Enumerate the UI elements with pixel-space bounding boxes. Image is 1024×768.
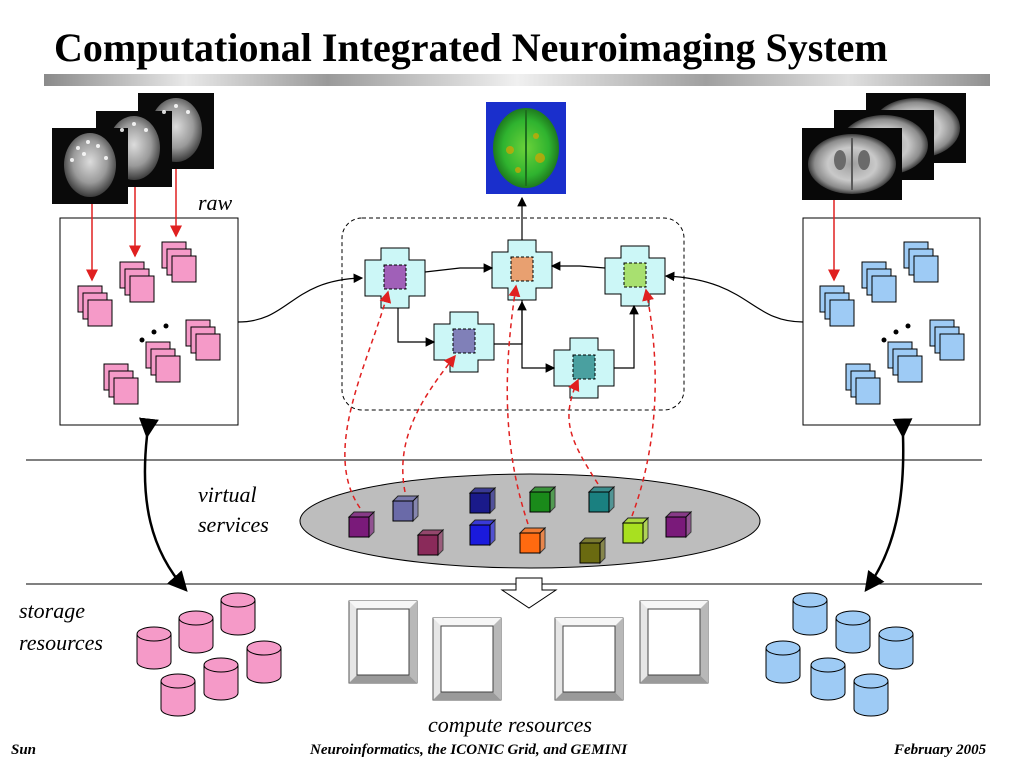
virtual-label-line2: services bbox=[198, 512, 269, 537]
head-photo-icon bbox=[52, 93, 214, 204]
footer-author: Sun bbox=[11, 742, 37, 758]
raw-data-box-left bbox=[59, 217, 239, 426]
database-cylinder-icon-right bbox=[765, 592, 914, 717]
workflow-node-2 bbox=[491, 239, 553, 301]
service-cube bbox=[468, 518, 497, 547]
raw-label: raw bbox=[198, 190, 233, 215]
footer-date: February 2005 bbox=[894, 742, 987, 758]
workflow-node-1 bbox=[364, 247, 426, 309]
service-cube bbox=[416, 528, 445, 557]
input-connector-right bbox=[664, 271, 804, 323]
service-cube bbox=[468, 486, 497, 515]
workflow-node-5 bbox=[553, 337, 615, 399]
workflow-node-4 bbox=[433, 311, 495, 373]
input-connector-left bbox=[237, 273, 364, 323]
raw-data-stacks-left bbox=[78, 242, 220, 404]
service-cube bbox=[518, 526, 547, 555]
monitor-frame-icon bbox=[348, 600, 709, 701]
brain-render-icon bbox=[486, 102, 566, 194]
service-cube bbox=[578, 536, 607, 565]
brain-mri-slice-icon bbox=[802, 93, 966, 200]
service-cube bbox=[621, 516, 650, 545]
service-cube bbox=[391, 494, 420, 523]
storage-label-line2: resources bbox=[19, 630, 103, 655]
workflow-node-3 bbox=[604, 245, 666, 307]
storage-label-line1: storage bbox=[19, 598, 85, 623]
acquisition-arrows bbox=[86, 169, 840, 282]
footer-title: Neuroinformatics, the ICONIC Grid, and G… bbox=[310, 742, 628, 758]
dispatch-arrow bbox=[500, 577, 558, 609]
compute-label: compute resources bbox=[428, 712, 592, 737]
title-underline bbox=[44, 74, 990, 86]
workflow-container bbox=[341, 217, 685, 411]
service-cube-icon bbox=[347, 485, 693, 565]
virtual-label-line1: virtual bbox=[198, 482, 257, 507]
service-cube bbox=[528, 485, 557, 514]
service-cube bbox=[347, 510, 376, 539]
storage-link-left bbox=[138, 417, 188, 592]
database-cylinder-icon bbox=[136, 592, 282, 717]
service-binding-arrows bbox=[344, 284, 656, 525]
service-cube bbox=[664, 510, 693, 539]
service-cube bbox=[587, 485, 616, 514]
slide-title: Computational Integrated Neuroimaging Sy… bbox=[54, 25, 888, 70]
workflow-edges bbox=[397, 261, 639, 373]
raw-data-stacks-right bbox=[820, 242, 964, 404]
storage-link-right bbox=[864, 418, 913, 593]
